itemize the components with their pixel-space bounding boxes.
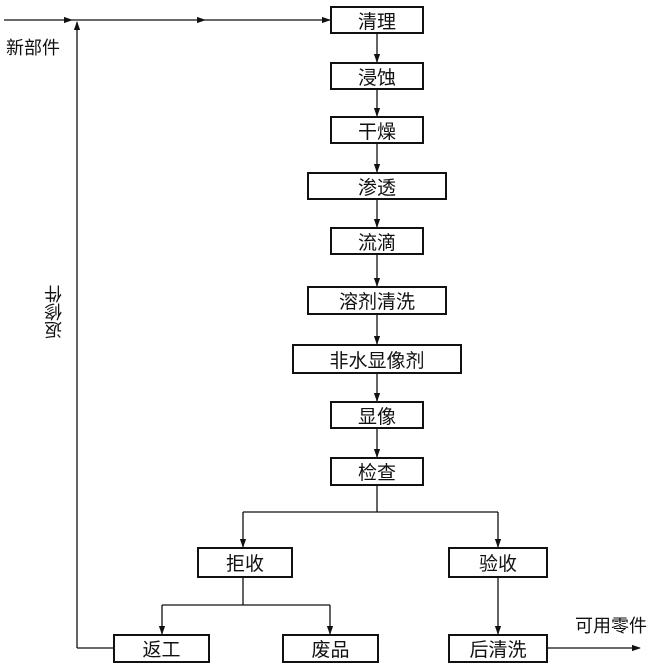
step-clean: 清理 (330, 6, 424, 34)
step-post-clean: 后清洗 (448, 634, 548, 663)
step-drip-label: 流滴 (357, 231, 396, 254)
step-solvent-wash: 溶剂清洗 (307, 286, 447, 315)
step-clean-label: 清理 (357, 10, 396, 33)
step-reject-label: 拒收 (225, 553, 264, 575)
step-develop-label: 显像 (357, 405, 396, 428)
label-usable-parts: 可用零件 (575, 616, 647, 637)
step-rework: 返工 (113, 634, 210, 663)
step-accept-label: 验收 (478, 553, 517, 575)
step-reject: 拒收 (197, 547, 293, 578)
step-dry: 干燥 (330, 116, 424, 144)
step-inspect-label: 检查 (357, 462, 396, 484)
step-solvent-wash-label: 溶剂清洗 (338, 291, 415, 313)
step-developer: 非水显像剂 (292, 344, 462, 374)
step-develop: 显像 (330, 401, 424, 429)
label-return-repair: 返修件 (44, 285, 65, 339)
step-scrap-label: 废品 (311, 639, 350, 661)
step-penetrate: 渗透 (307, 172, 447, 200)
step-accept: 验收 (448, 547, 548, 578)
step-drip: 流滴 (330, 227, 424, 255)
step-rework-label: 返工 (142, 639, 181, 661)
step-developer-label: 非水显像剂 (329, 349, 425, 372)
step-post-clean-label: 后清洗 (469, 639, 527, 661)
label-new-parts: 新部件 (6, 38, 60, 59)
step-etch: 浸蚀 (330, 62, 424, 90)
step-penetrate-label: 渗透 (357, 176, 396, 199)
step-scrap: 废品 (282, 634, 379, 663)
step-inspect: 检查 (330, 457, 424, 486)
step-etch-label: 浸蚀 (357, 66, 396, 89)
step-dry-label: 干燥 (357, 120, 396, 143)
